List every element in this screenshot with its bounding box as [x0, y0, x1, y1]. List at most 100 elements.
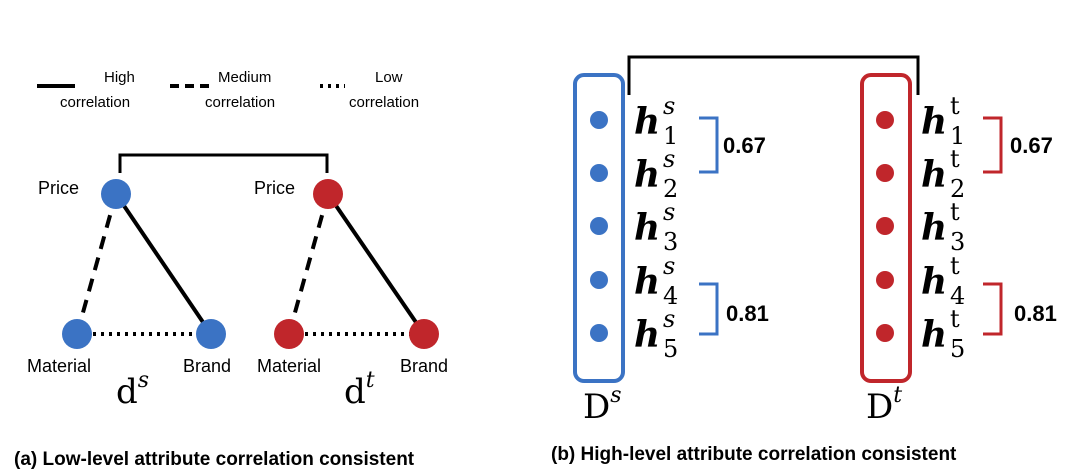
edge-price-material-target — [287, 193, 330, 335]
source-item-5-sub: 5 — [663, 335, 678, 363]
target-item-4-base: h — [921, 261, 947, 303]
node-brand-target — [409, 319, 439, 349]
source-item-5-sup: s — [663, 305, 675, 333]
panel-a: Price Material Brand ds Price Material B… — [14, 153, 448, 470]
panel-b-bracket — [627, 55, 920, 95]
source-dot-1 — [590, 111, 608, 129]
source-item-3-base: h — [634, 207, 660, 249]
source-item-4-sup: s — [663, 252, 675, 280]
legend-high-label-2: correlation — [60, 94, 130, 111]
legend: High correlation Medium correlation Low … — [37, 69, 419, 111]
node-label-price-source: Price — [38, 178, 79, 198]
source-item-4-sub: 4 — [663, 282, 678, 310]
graph-target: Price Material Brand dt — [254, 178, 448, 412]
node-label-material-source: Material — [27, 356, 91, 376]
node-price-source — [101, 179, 131, 209]
graph-label-source: ds — [116, 368, 149, 412]
edge-price-brand-source — [114, 192, 213, 336]
node-price-target — [313, 179, 343, 209]
source-item-1-sup: s — [663, 92, 675, 120]
legend-medium-label-1: Medium — [218, 69, 271, 86]
source-dot-5 — [590, 324, 608, 342]
source-item-2-base: h — [634, 154, 660, 196]
target-dot-2 — [876, 164, 894, 182]
source-item-3-sub: 3 — [663, 228, 678, 256]
edge-price-brand-target — [326, 192, 426, 336]
column-target-label-base: D — [866, 387, 893, 427]
legend-low-label-2: correlation — [349, 94, 419, 111]
panel-a-bracket — [118, 153, 329, 173]
source-bracket-1-value: 0.67 — [723, 133, 766, 158]
target-item-2-sup: t — [950, 145, 960, 173]
target-dot-5 — [876, 324, 894, 342]
node-brand-source — [196, 319, 226, 349]
source-dot-3 — [590, 217, 608, 235]
graph-label-target-sup: t — [366, 368, 375, 393]
node-label-material-target: Material — [257, 356, 321, 376]
graph-label-target: dt — [344, 368, 375, 412]
source-bracket-1 — [699, 116, 719, 174]
source-dot-2 — [590, 164, 608, 182]
target-item-5-sup: t — [950, 305, 960, 333]
column-target-label-sup: t — [893, 383, 902, 408]
graph-label-source-sup: s — [138, 368, 149, 393]
target-item-3-sub: 3 — [950, 228, 965, 256]
node-label-brand-source: Brand — [183, 356, 231, 376]
target-bracket-1 — [983, 116, 1003, 174]
target-bracket-2 — [983, 282, 1003, 336]
source-dot-4 — [590, 271, 608, 289]
target-item-2-base: h — [921, 154, 947, 196]
source-item-3-sup: s — [663, 198, 675, 226]
legend-high-label-1: High — [104, 69, 135, 86]
target-item-3-base: h — [921, 207, 947, 249]
target-dot-1 — [876, 111, 894, 129]
source-bracket-2-value: 0.81 — [726, 301, 769, 326]
column-source-label: Ds — [583, 383, 622, 427]
source-item-2-sub: 2 — [663, 175, 678, 203]
source-item-4-base: h — [634, 261, 660, 303]
target-item-1-sup: t — [950, 92, 960, 120]
graph-label-target-base: d — [344, 372, 366, 412]
target-item-1-sub: 1 — [950, 122, 965, 150]
node-material-target — [274, 319, 304, 349]
legend-medium-label-2: correlation — [205, 94, 275, 111]
node-label-price-target: Price — [254, 178, 295, 198]
legend-low-label-1: Low — [375, 69, 403, 86]
target-item-5-base: h — [921, 314, 947, 356]
source-bracket-2 — [699, 282, 719, 336]
source-item-5-base: h — [634, 314, 660, 356]
target-item-1-base: h — [921, 101, 947, 143]
source-item-1-base: h — [634, 101, 660, 143]
graph-label-source-base: d — [116, 372, 138, 412]
source-item-2-sup: s — [663, 145, 675, 173]
panel-a-caption: (a) Low-level attribute correlation cons… — [14, 449, 415, 470]
panel-b-caption: (b) High-level attribute correlation con… — [551, 444, 957, 465]
target-dot-4 — [876, 271, 894, 289]
column-source-box — [573, 73, 625, 383]
target-bracket-2-value: 0.81 — [1014, 301, 1057, 326]
graph-source: Price Material Brand ds — [27, 178, 231, 412]
target-item-5-sub: 5 — [950, 335, 965, 363]
column-target-label: Dt — [866, 383, 902, 427]
target-dot-3 — [876, 217, 894, 235]
node-material-source — [62, 319, 92, 349]
node-label-brand-target: Brand — [400, 356, 448, 376]
source-item-1-sub: 1 — [663, 122, 678, 150]
target-item-2-sub: 2 — [950, 175, 965, 203]
edge-price-material-source — [75, 193, 118, 335]
target-item-4-sub: 4 — [950, 282, 965, 310]
target-item-4-sup: t — [950, 252, 960, 280]
